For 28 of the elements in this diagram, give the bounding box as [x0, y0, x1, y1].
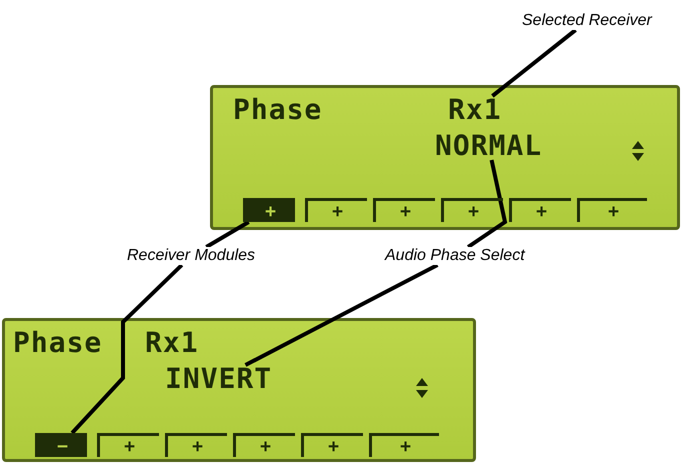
lcd-text: Phase — [13, 329, 102, 357]
module-segment: + — [373, 198, 435, 222]
leader-line — [205, 220, 250, 249]
module-segment: + — [369, 433, 439, 457]
module-segment: + — [305, 198, 367, 222]
module-segment: + — [301, 433, 363, 457]
lcd-screen — [210, 85, 680, 230]
callout-label: Receiver Modules — [125, 247, 258, 265]
selected-module-segment: − — [35, 433, 87, 457]
module-segment: + — [509, 198, 571, 222]
lcd-text: NORMAL — [435, 132, 542, 160]
leader-line — [70, 264, 184, 434]
lcd-text: Rx1 — [448, 96, 502, 124]
module-segment: + — [165, 433, 227, 457]
module-segment: + — [441, 198, 503, 222]
lcd-text: INVERT — [165, 365, 272, 393]
leader-line — [466, 160, 508, 249]
module-segment: + — [233, 433, 295, 457]
lcd-text: Phase — [233, 96, 322, 124]
module-segment: + — [97, 433, 159, 457]
module-segment: + — [577, 198, 647, 222]
leader-line — [491, 28, 577, 98]
callout-label: Audio Phase Select — [383, 247, 527, 265]
lcd-text: Rx1 — [145, 329, 199, 357]
callout-label: Selected Receiver — [520, 12, 654, 30]
selected-module-segment: + — [243, 198, 295, 222]
lcd-screen — [2, 318, 476, 462]
leader-line — [244, 263, 438, 367]
